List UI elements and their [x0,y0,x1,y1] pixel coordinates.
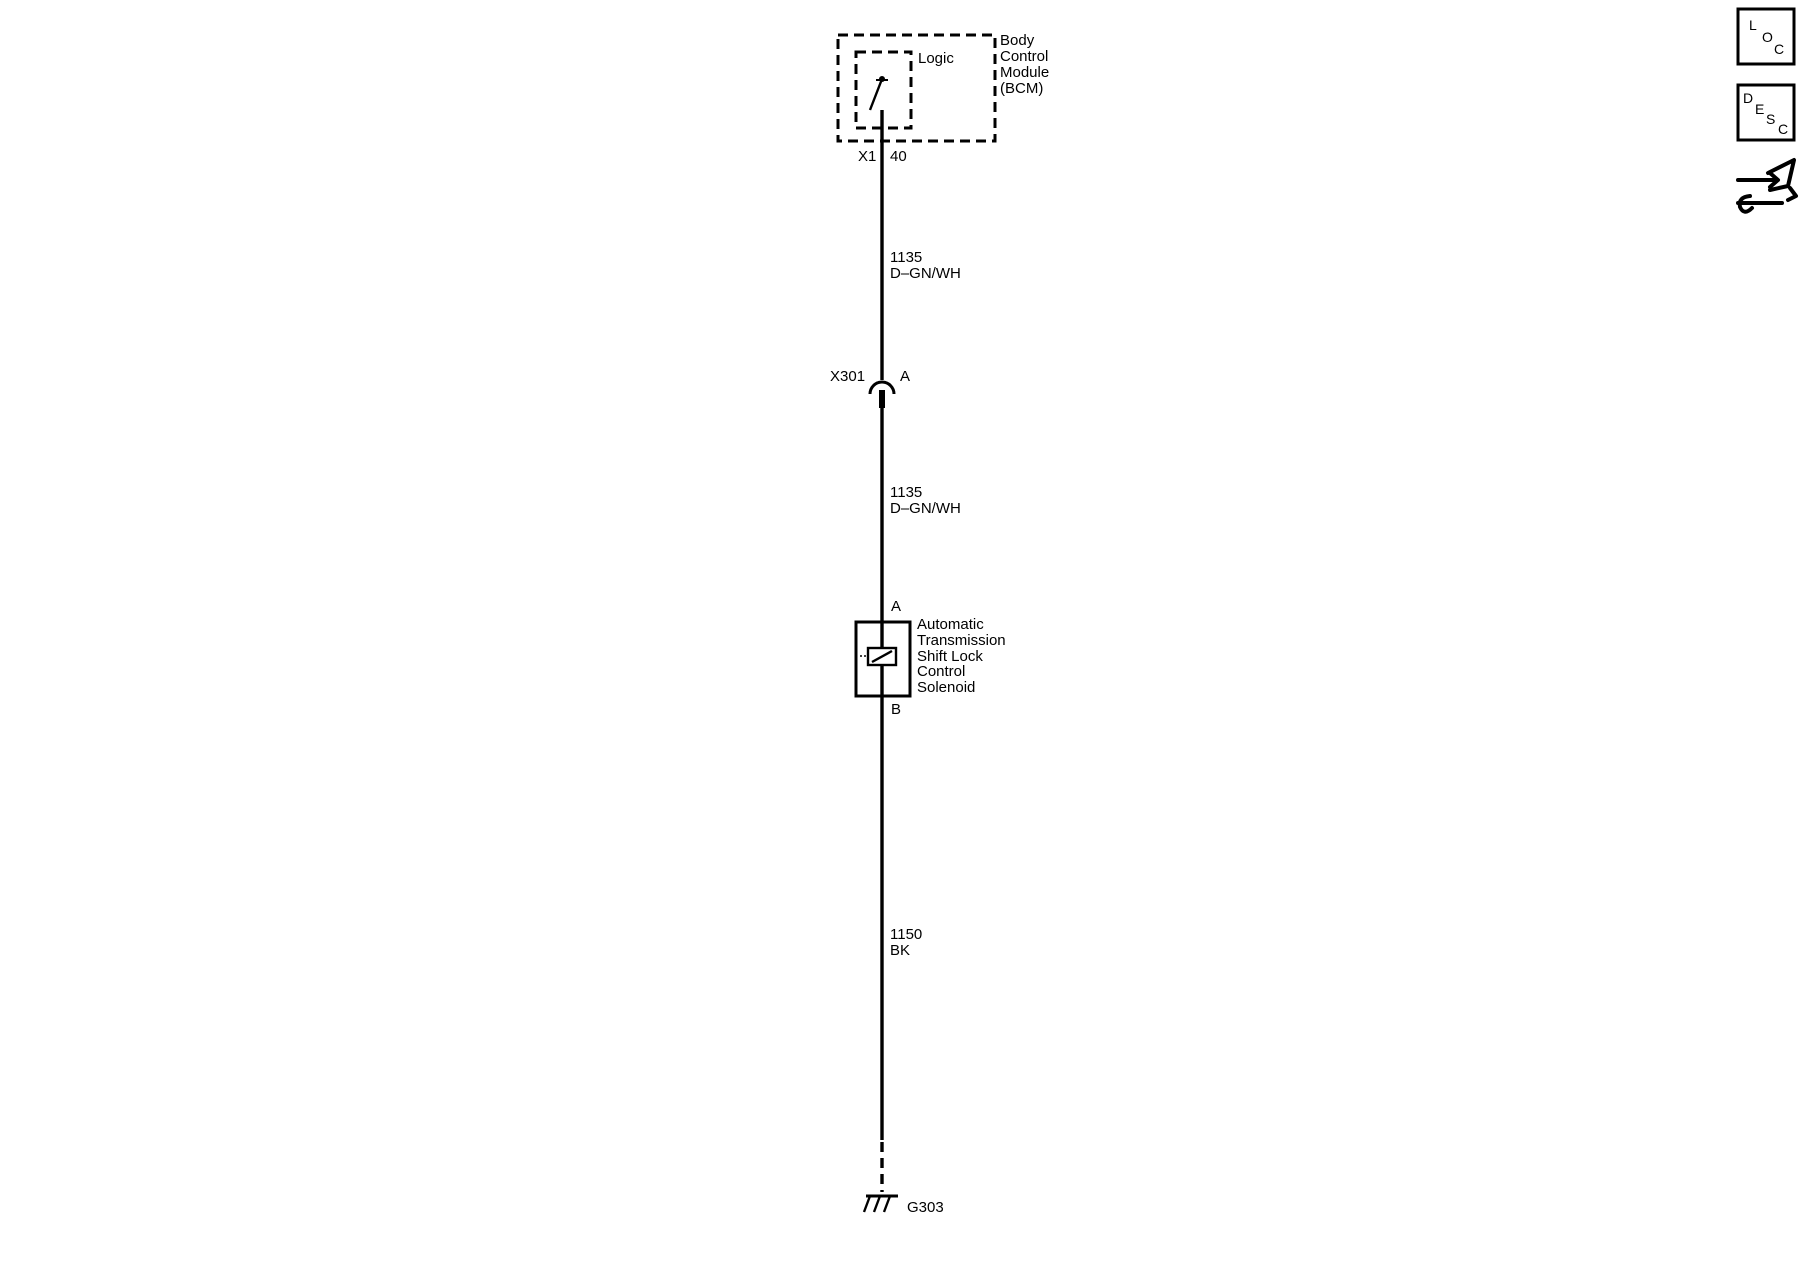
solenoid-name-line-5: Solenoid [917,679,975,696]
connector-tool-icon [1736,158,1798,214]
bcm-name-line-1: Body [1000,32,1035,49]
wire-upper: 1135 D–GN/WH [880,141,961,380]
wire-middle-color: D–GN/WH [890,500,961,517]
wire-upper-color: D–GN/WH [890,265,961,282]
solenoid-name-line-1: Automatic [917,616,984,633]
bcm-name-line-3: Module [1000,64,1049,81]
x301-pin-label: A [900,368,910,385]
logic-switch-icon [868,76,888,141]
connector-tool-button[interactable] [1736,158,1798,214]
body-control-module: Logic Body Control Module (BCM) X1 40 [836,32,1049,165]
solenoid-name-line-2: Transmission [917,632,1006,649]
desc-icon-letter-c: C [1778,121,1788,137]
desc-icon-letter-s: S [1766,111,1775,127]
wire-lower: 1150 BK [880,696,922,1192]
ground-g303: G303 [862,1194,944,1216]
logic-label: Logic [918,50,954,67]
loc-icon-letter-c: C [1774,41,1784,57]
logic-box [854,50,913,130]
ground-label: G303 [907,1199,944,1216]
bcm-name-line-2: Control [1000,48,1048,65]
loc-button[interactable]: L O C [1736,7,1796,66]
desc-icon-letter-e: E [1755,101,1764,117]
solenoid-pin-a: A [891,598,901,615]
shift-lock-solenoid: A B Automatic Transmission Shift Lock Co… [854,598,1006,718]
x301-label: X301 [830,368,865,385]
bcm-pin-label: 40 [890,148,907,165]
bcm-name-line-4: (BCM) [1000,80,1043,97]
bcm-connector-label: X1 [858,148,876,165]
solenoid-coil-icon [860,646,898,667]
desc-icon: D [1743,90,1753,106]
wire-lower-circuit: 1150 [890,926,922,943]
inline-connector-x301: X301 A [830,368,910,408]
solenoid-name-line-4: Control [917,663,965,680]
solenoid-pin-b: B [891,701,901,718]
loc-icon-letter-o: O [1762,29,1773,45]
loc-icon: L [1749,17,1757,33]
wire-middle: 1135 D–GN/WH [880,408,961,622]
connector-male-icon [879,390,885,408]
desc-button[interactable]: D E S C [1736,83,1796,142]
connector-female-icon [868,380,896,395]
solenoid-name-line-3: Shift Lock [917,648,983,665]
bcm-outline [836,33,997,143]
ground-icon [862,1194,898,1213]
wire-lower-color: BK [890,942,910,959]
wire-middle-circuit: 1135 [890,484,922,501]
wire-upper-circuit: 1135 [890,249,922,266]
